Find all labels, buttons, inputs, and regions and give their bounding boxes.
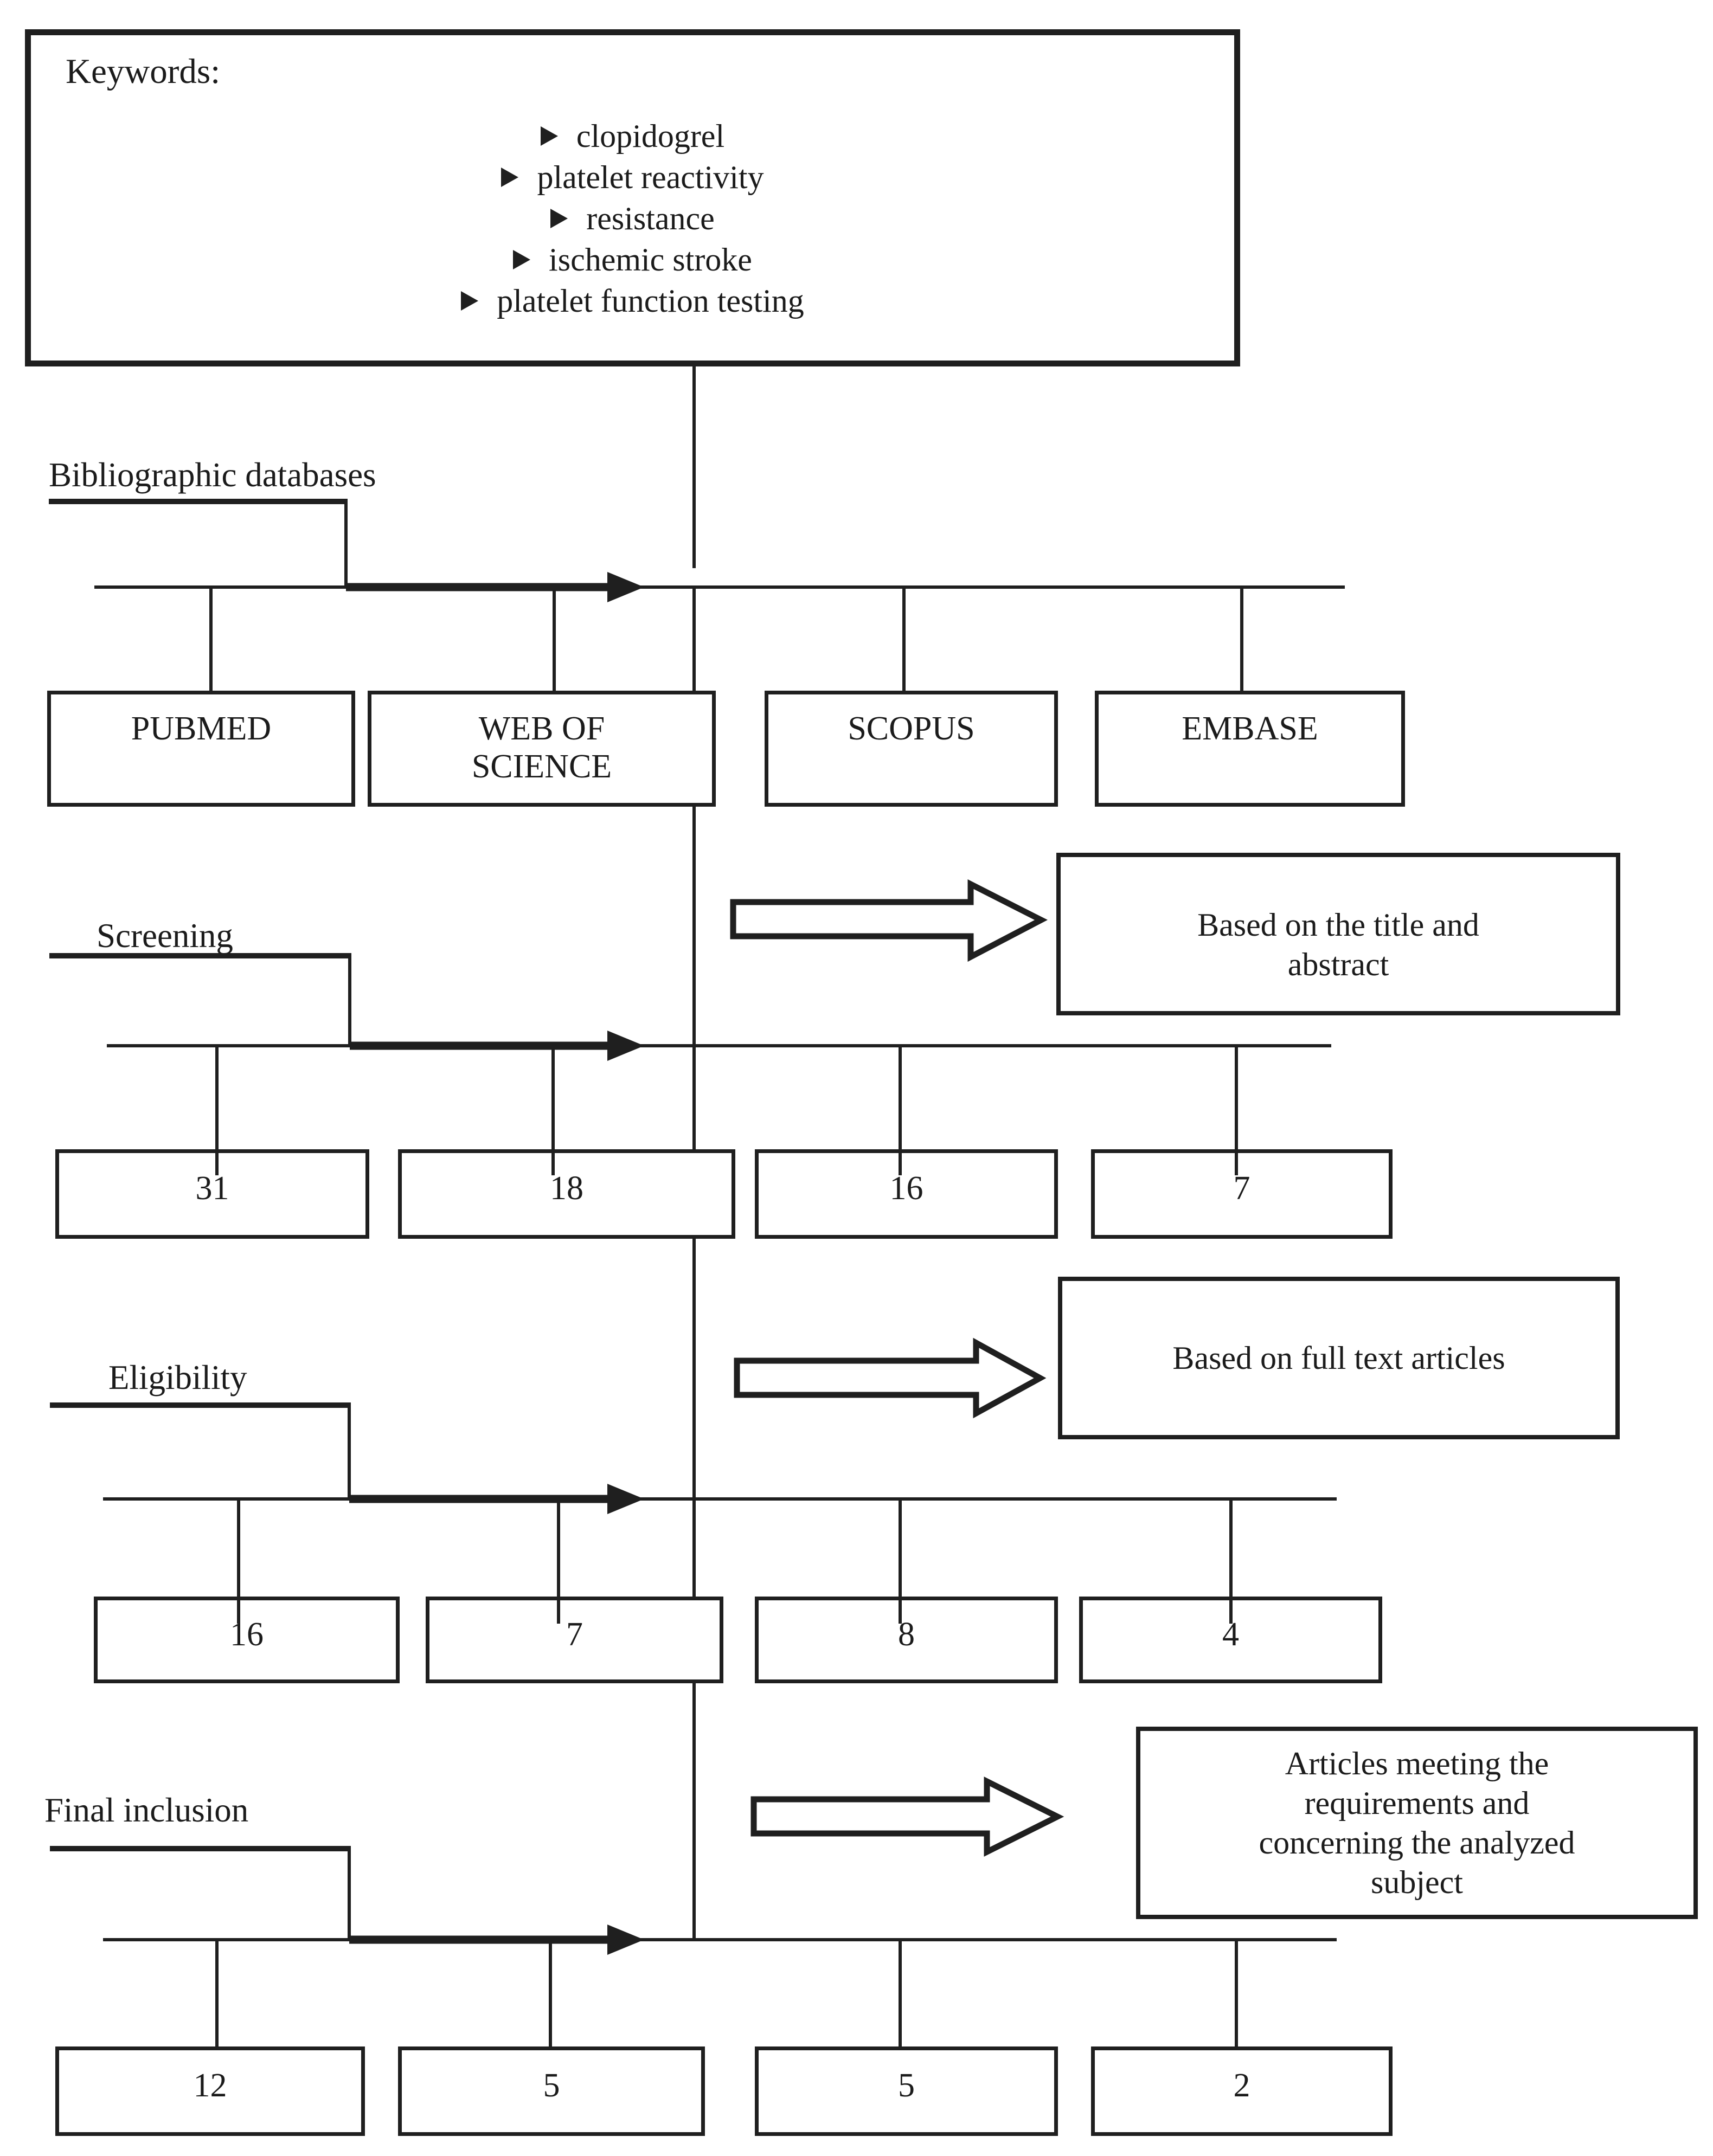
database-box-label: WEB OF SCIENCE xyxy=(471,710,612,785)
database-box-scopus: SCOPUS xyxy=(765,691,1058,807)
keyword-text: platelet reactivity xyxy=(537,159,764,195)
keyword-text: clopidogrel xyxy=(576,118,725,154)
arrowhead-bullet-icon xyxy=(550,209,568,228)
keywords-list: clopidogrel platelet reactivity resistan… xyxy=(31,115,1234,321)
keywords-title: Keywords: xyxy=(66,52,221,91)
note-text: Articles meeting the requirements and co… xyxy=(1259,1745,1575,1900)
final-count-box: 5 xyxy=(755,2046,1058,2136)
count-value: 5 xyxy=(898,2067,915,2104)
eligibility-count-box: 16 xyxy=(94,1597,400,1683)
note-text: Based on full text articles xyxy=(1172,1340,1505,1376)
arrowhead-bullet-icon xyxy=(501,168,519,187)
note-box-final: Articles meeting the requirements and co… xyxy=(1136,1727,1698,1919)
database-box-label: EMBASE xyxy=(1182,710,1318,747)
screening-count-box: 7 xyxy=(1091,1149,1393,1239)
keywords-box: Keywords: clopidogrel platelet reactivit… xyxy=(25,29,1240,366)
database-box-embase: EMBASE xyxy=(1095,691,1405,807)
arrowhead-bullet-icon xyxy=(513,250,531,269)
final-count-box: 5 xyxy=(398,2046,705,2136)
eligibility-count-box: 8 xyxy=(755,1597,1058,1683)
database-box-label: PUBMED xyxy=(131,710,272,747)
keyword-item: resistance xyxy=(31,198,1234,239)
database-box-web-of-science: WEB OF SCIENCE xyxy=(368,691,716,807)
note-text: Based on the title and abstract xyxy=(1197,907,1479,982)
count-value: 31 xyxy=(195,1170,229,1207)
keyword-text: ischemic stroke xyxy=(549,242,752,278)
count-value: 2 xyxy=(1233,2067,1250,2104)
stage-label-databases: Bibliographic databases xyxy=(49,456,376,494)
final-count-box: 12 xyxy=(55,2046,365,2136)
database-box-pubmed: PUBMED xyxy=(47,691,355,807)
count-value: 16 xyxy=(889,1170,923,1207)
eligibility-count-box: 7 xyxy=(426,1597,723,1683)
stage-label-screening: Screening xyxy=(97,917,233,955)
final-count-box: 2 xyxy=(1091,2046,1393,2136)
keyword-item: platelet function testing xyxy=(31,280,1234,321)
count-value: 7 xyxy=(566,1616,583,1653)
keyword-item: platelet reactivity xyxy=(31,157,1234,198)
screening-count-box: 16 xyxy=(755,1149,1058,1239)
keyword-item: ischemic stroke xyxy=(31,239,1234,280)
count-value: 7 xyxy=(1233,1170,1250,1207)
count-value: 8 xyxy=(898,1616,915,1653)
count-value: 4 xyxy=(1222,1616,1239,1653)
keyword-text: resistance xyxy=(586,201,715,236)
arrowhead-bullet-icon xyxy=(461,291,479,311)
screening-count-box: 31 xyxy=(55,1149,369,1239)
arrowhead-bullet-icon xyxy=(540,126,558,146)
count-value: 18 xyxy=(550,1170,583,1207)
screening-count-box: 18 xyxy=(398,1149,735,1239)
eligibility-count-box: 4 xyxy=(1079,1597,1382,1683)
count-value: 12 xyxy=(193,2067,227,2104)
keyword-text: platelet function testing xyxy=(497,283,804,319)
note-box-screening: Based on the title and abstract xyxy=(1056,853,1620,1015)
note-box-eligibility: Based on full text articles xyxy=(1058,1277,1620,1439)
keyword-item: clopidogrel xyxy=(31,115,1234,157)
stage-label-eligibility: Eligibility xyxy=(108,1359,247,1396)
stage-label-final: Final inclusion xyxy=(44,1791,249,1829)
database-box-label: SCOPUS xyxy=(848,710,975,747)
count-value: 5 xyxy=(543,2067,560,2104)
count-value: 16 xyxy=(230,1616,264,1653)
